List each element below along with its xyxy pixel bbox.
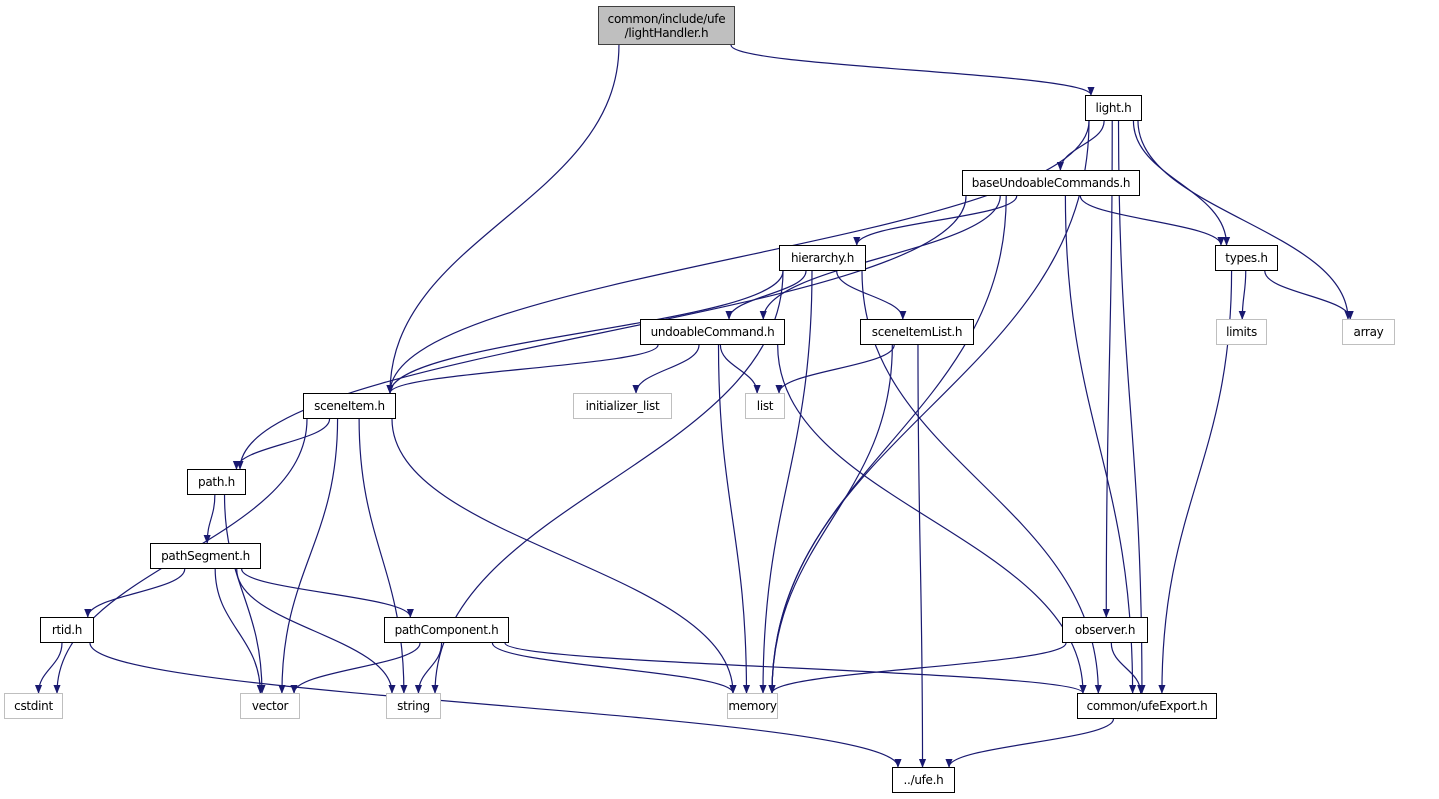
node-label: undoableCommand.h bbox=[650, 325, 775, 339]
edge-base-to-ufeExport bbox=[1064, 195, 1137, 694]
edge-base-to-hierarchy bbox=[853, 195, 1018, 246]
node-base[interactable]: baseUndoableCommands.h bbox=[962, 170, 1140, 196]
edge-lightHandler-to-sceneItem bbox=[386, 44, 620, 394]
node-label: observer.h bbox=[1074, 623, 1136, 637]
edge-hierarchy-to-sceneItemList bbox=[836, 270, 907, 320]
node-path[interactable]: path.h bbox=[187, 469, 246, 495]
edge-pathComponent-to-vector bbox=[290, 642, 421, 694]
node-light[interactable]: light.h bbox=[1085, 95, 1142, 121]
edge-pathSegment-to-vector bbox=[214, 568, 264, 694]
edge-sceneItem-to-string bbox=[358, 418, 408, 694]
edge-sceneItemList-to-ufe bbox=[917, 344, 927, 768]
edge-types-to-array bbox=[1264, 270, 1354, 320]
node-label: light.h bbox=[1095, 101, 1132, 115]
node-label: sceneItemList.h bbox=[871, 325, 963, 339]
edge-light-to-types bbox=[1132, 120, 1231, 246]
edge-light-to-array bbox=[1137, 120, 1352, 320]
edge-pathSegment-to-rtid bbox=[84, 568, 186, 618]
node-label: common/ufeExport.h bbox=[1086, 699, 1208, 713]
edge-light-to-sceneItem bbox=[386, 120, 1090, 394]
node-label: types.h bbox=[1225, 251, 1268, 265]
node-rtid[interactable]: rtid.h bbox=[40, 617, 94, 643]
node-label: vector bbox=[251, 699, 289, 713]
node-label: pathSegment.h bbox=[161, 549, 250, 563]
edge-ufeExport-to-ufe bbox=[945, 718, 1115, 768]
edge-undoable-to-initlist bbox=[632, 344, 700, 394]
node-pathSegment[interactable]: pathSegment.h bbox=[150, 543, 261, 569]
node-types[interactable]: types.h bbox=[1215, 245, 1278, 271]
edge-sceneItemList-to-memory bbox=[768, 344, 893, 694]
edge-undoable-to-list bbox=[719, 344, 761, 394]
node-label: list bbox=[756, 399, 774, 413]
edge-undoable-to-memory bbox=[717, 344, 751, 694]
edge-pathComponent-to-ufeExport bbox=[504, 642, 1087, 694]
node-label: limits bbox=[1226, 325, 1257, 339]
node-ufe[interactable]: ../ufe.h bbox=[892, 767, 955, 793]
node-label: string bbox=[397, 699, 430, 713]
node-label: baseUndoableCommands.h bbox=[971, 176, 1131, 190]
edge-observer-to-ufeExport bbox=[1110, 642, 1145, 694]
edge-sceneItem-to-memory bbox=[391, 418, 737, 694]
node-pathComponent[interactable]: pathComponent.h bbox=[384, 617, 509, 643]
edge-path-to-vector bbox=[223, 494, 266, 694]
edge-pathSegment-to-string bbox=[236, 568, 396, 694]
node-undoable[interactable]: undoableCommand.h bbox=[640, 319, 785, 345]
node-list: list bbox=[745, 393, 785, 419]
edge-observer-to-memory bbox=[768, 642, 1067, 694]
edge-pathComponent-to-memory bbox=[491, 642, 737, 694]
edge-light-to-memory bbox=[768, 120, 1090, 694]
node-label: common/include/ufe /lightHandler.h bbox=[607, 11, 726, 40]
node-label: ../ufe.h bbox=[903, 773, 944, 787]
node-label: pathComponent.h bbox=[394, 623, 499, 637]
edge-hierarchy-to-undoable bbox=[725, 270, 807, 320]
node-vector: vector bbox=[240, 693, 300, 719]
node-hierarchy[interactable]: hierarchy.h bbox=[779, 245, 866, 271]
node-observer[interactable]: observer.h bbox=[1062, 617, 1148, 643]
node-sceneItemList[interactable]: sceneItemList.h bbox=[860, 319, 974, 345]
edge-types-to-limits bbox=[1238, 270, 1247, 320]
node-label: path.h bbox=[198, 475, 235, 489]
edge-sceneItemList-to-list bbox=[775, 344, 895, 394]
edge-undoable-to-ufeExport bbox=[777, 344, 1087, 694]
edge-rtid-to-cstdint bbox=[34, 642, 63, 694]
edge-pathComponent-to-string bbox=[414, 642, 443, 694]
edge-light-to-base bbox=[1056, 120, 1105, 171]
node-lightHandler[interactable]: common/include/ufe /lightHandler.h bbox=[598, 6, 735, 45]
edge-light-to-ufeExport bbox=[1117, 120, 1146, 694]
node-label: memory bbox=[728, 699, 777, 713]
edge-hierarchy-to-memory bbox=[759, 270, 813, 694]
edge-base-to-path bbox=[236, 195, 967, 470]
edge-sceneItem-to-path bbox=[232, 418, 331, 470]
node-array: array bbox=[1342, 319, 1395, 345]
edge-base-to-undoable bbox=[759, 195, 1001, 320]
node-limits: limits bbox=[1216, 319, 1267, 345]
node-string: string bbox=[386, 693, 441, 719]
edge-path-to-pathSegment bbox=[203, 494, 216, 544]
node-label: initializer_list bbox=[585, 399, 660, 413]
edge-light-to-observer bbox=[1102, 120, 1113, 618]
node-label: array bbox=[1353, 325, 1384, 339]
node-initlist: initializer_list bbox=[573, 393, 672, 419]
node-label: hierarchy.h bbox=[791, 251, 854, 265]
edge-base-to-memory bbox=[768, 195, 1007, 694]
node-sceneItem[interactable]: sceneItem.h bbox=[303, 393, 396, 419]
edge-lightHandler-to-light bbox=[730, 44, 1095, 96]
edge-pathSegment-to-pathComponent bbox=[241, 568, 414, 618]
edge-base-to-types bbox=[1079, 195, 1225, 246]
node-cstdint: cstdint bbox=[4, 693, 63, 719]
node-label: sceneItem.h bbox=[314, 399, 385, 413]
node-ufeExport[interactable]: common/ufeExport.h bbox=[1077, 693, 1217, 719]
edge-rtid-to-ufe bbox=[89, 642, 902, 768]
edge-hierarchy-to-sceneItem bbox=[386, 270, 784, 394]
node-label: cstdint bbox=[14, 699, 53, 713]
node-label: rtid.h bbox=[51, 623, 83, 637]
edge-sceneItem-to-vector bbox=[278, 418, 339, 694]
node-memory: memory bbox=[727, 693, 778, 719]
edge-undoable-to-sceneItem bbox=[386, 344, 659, 394]
